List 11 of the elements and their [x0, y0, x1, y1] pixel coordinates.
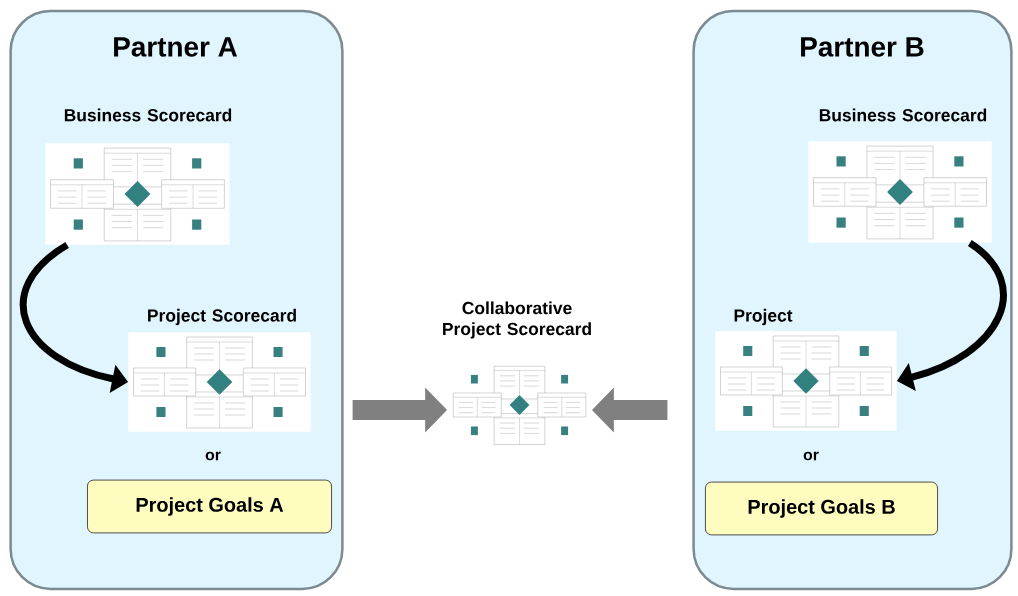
panel-title: Partner B [801, 37, 924, 57]
heading: Project Scorecard [148, 308, 296, 326]
goal-box: Project Goals A [86, 479, 333, 534]
heading: Project [734, 308, 793, 326]
panel-title: Partner A [114, 37, 237, 57]
or-text: or [803, 451, 819, 461]
goal-box: Project Goals B [704, 481, 939, 536]
or-text: or [205, 451, 221, 461]
heading: Collaborative Project Scorecard [443, 301, 591, 339]
heading: Business Scorecard [64, 108, 232, 122]
heading: Business Scorecard [819, 108, 987, 122]
